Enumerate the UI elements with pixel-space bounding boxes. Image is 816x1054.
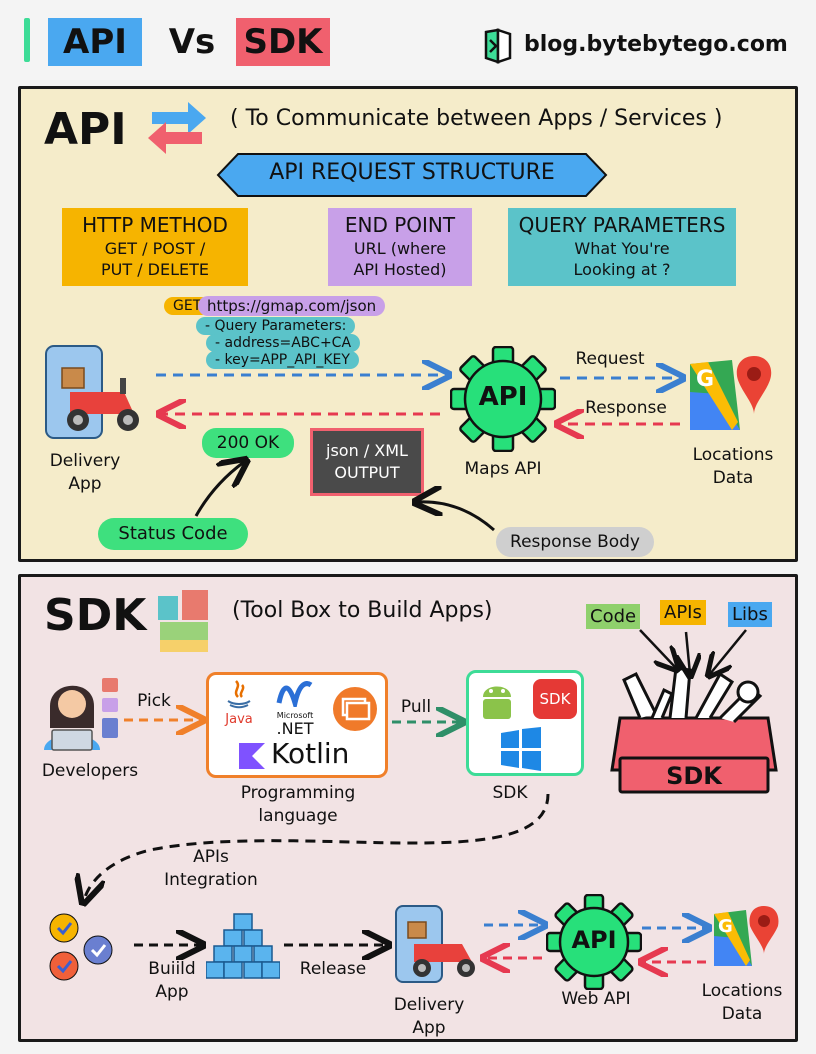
svg-text:G: G: [718, 916, 733, 937]
maps-api-gear-label: API: [478, 382, 528, 412]
maps-api-gear-icon: API: [449, 345, 557, 453]
sdk-delivery-app-label: Delivery App: [380, 994, 478, 1040]
build-app-line-1: Buiild: [148, 959, 196, 979]
pull-label: Pull: [400, 697, 432, 717]
api-subtitle: ( To Communicate between Apps / Services…: [230, 106, 723, 131]
integration-gears-icon: [40, 908, 122, 990]
end-point-title: END POINT: [344, 213, 456, 237]
api-request-structure-banner: API REQUEST STRUCTURE: [216, 152, 608, 198]
dotnet-logo-icon: Microsoft .NET: [267, 681, 323, 737]
locations-data-line-1: Locations: [692, 445, 774, 465]
brand-logo-icon: [482, 28, 514, 64]
delivery-app-label-line-2: App: [68, 474, 102, 494]
java-label: Java: [225, 712, 253, 727]
sdk-delivery-app-line-1: Delivery: [393, 995, 465, 1015]
delivery-app-label: Delivery App: [30, 450, 140, 496]
microsoft-label: Microsoft: [276, 711, 314, 720]
sdk-locations-data-line-1: Locations: [701, 981, 783, 1001]
query-parameters-line-1: What You're: [574, 239, 670, 258]
delivery-app-label-line-1: Delivery: [49, 451, 121, 471]
sdk-toolbox-label: SDK: [666, 762, 722, 790]
build-app-label: Buiild App: [132, 958, 212, 1004]
maps-api-caption: Maps API: [464, 459, 542, 479]
header-sdk-label: SDK: [236, 18, 330, 66]
delivery-app-icon: [42, 342, 148, 442]
svg-text:G: G: [696, 367, 714, 392]
request-label: Request: [575, 349, 645, 369]
kotlin-label: Kotlin: [271, 737, 350, 770]
sdk-google-maps-icon: G: [712, 904, 782, 970]
locations-data-label: Locations Data: [680, 444, 786, 490]
kotlin-logo-icon: [239, 743, 265, 769]
json-xml-output-box: json / XML OUTPUT: [310, 428, 424, 496]
response-body-label: Response Body: [496, 527, 654, 557]
header-api-label: API: [48, 18, 142, 66]
end-point-box: END POINT URL (where API Hosted): [328, 208, 472, 286]
android-logo-icon: [477, 679, 517, 725]
status-ok-badge: 200 OK: [202, 428, 294, 458]
locations-data-line-2: Data: [712, 468, 754, 488]
json-xml-output-line-1: json / XML: [326, 441, 408, 460]
exchange-arrows-icon: [144, 92, 210, 158]
google-maps-icon: G: [688, 352, 778, 434]
developer-avatar-icon: [40, 672, 120, 752]
dotnet-label: .NET: [276, 719, 314, 738]
developers-label: Developers: [41, 761, 139, 781]
apis-tag: APIs: [660, 600, 706, 625]
programming-language-caption-line-1: Programming: [240, 783, 356, 803]
query-parameters-box: QUERY PARAMETERS What You're Looking at …: [508, 208, 736, 286]
end-point-line-2: API Hosted): [353, 260, 447, 279]
libs-tag: Libs: [728, 602, 772, 627]
sdk-subtitle: (Tool Box to Build Apps): [232, 598, 493, 623]
apis-integration-label: APIs Integration: [146, 846, 276, 892]
sdk-delivery-app-line-2: App: [412, 1018, 446, 1038]
sdk-locations-data-line-2: Data: [721, 1004, 763, 1024]
brand-site-link[interactable]: blog.bytebytego.com: [524, 32, 788, 57]
sdk-platform-box: SDK: [466, 670, 584, 776]
pick-label: Pick: [137, 691, 171, 711]
sdk-toolbox-icon: SDK: [600, 660, 788, 800]
header-vs-label: Vs: [168, 22, 216, 62]
sdk-delivery-app-icon: [392, 902, 486, 986]
sdk-locations-data-label: Locations Data: [690, 980, 794, 1026]
code-tag: Code: [586, 604, 641, 629]
oracle-logo-icon: [331, 685, 379, 733]
header-accent-bar: [24, 18, 30, 62]
request-param-address-chip: - address=ABC+CA: [206, 334, 361, 352]
web-api-caption: Web API: [561, 989, 631, 1009]
programming-language-box: Java Microsoft .NET Kotlin: [206, 672, 388, 778]
programming-language-caption: Programming language: [214, 782, 382, 828]
http-method-title: HTTP METHOD: [82, 213, 228, 237]
query-parameters-title: QUERY PARAMETERS: [518, 213, 726, 237]
sdk-caption: SDK: [492, 783, 528, 803]
query-parameters-line-2: Looking at ?: [573, 260, 671, 279]
building-blocks-icon: [154, 588, 214, 654]
status-code-label: Status Code: [98, 518, 248, 550]
http-method-line-1: GET / POST /: [104, 239, 206, 258]
json-xml-output-line-2: OUTPUT: [334, 463, 400, 482]
build-blocks-icon: [205, 912, 281, 982]
request-param-key-chip: - key=APP_API_KEY: [206, 351, 359, 369]
end-point-line-1: URL (where: [353, 239, 447, 258]
response-label: Response: [585, 398, 667, 418]
sdk-section-title: SDK: [44, 590, 147, 641]
sdk-badge-icon: SDK: [533, 679, 577, 719]
request-params-label-chip: - Query Parameters:: [196, 317, 356, 335]
apis-integration-line-2: Integration: [164, 870, 258, 890]
programming-language-caption-line-2: language: [258, 806, 338, 826]
http-method-line-2: PUT / DELETE: [100, 260, 210, 279]
windows-logo-icon: [499, 727, 543, 771]
apis-integration-line-1: APIs: [193, 847, 229, 867]
request-url-chip: https://gmap.com/json: [198, 296, 386, 316]
build-app-line-2: App: [155, 982, 189, 1002]
java-logo-icon: Java: [221, 679, 257, 735]
web-api-gear-icon: API: [545, 893, 643, 991]
api-request-structure-title: API REQUEST STRUCTURE: [269, 160, 555, 185]
web-api-gear-label: API: [571, 926, 617, 954]
release-label: Release: [299, 959, 367, 979]
http-method-box: HTTP METHOD GET / POST / PUT / DELETE: [62, 208, 248, 286]
api-section-title: API: [44, 104, 127, 155]
